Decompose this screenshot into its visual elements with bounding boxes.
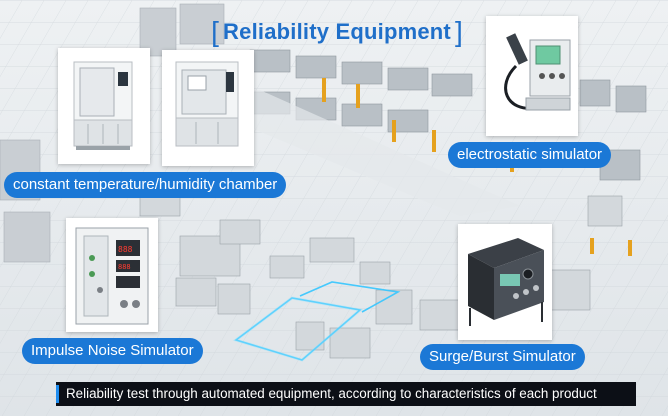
heading-bracket-right: ] xyxy=(454,16,463,47)
heading-bracket-left: [ xyxy=(211,16,220,47)
impulse-noise-simulator-photo: 888 888 xyxy=(66,218,158,332)
page-title: [ Reliability Equipment ] xyxy=(196,12,478,52)
svg-text:888: 888 xyxy=(118,263,131,271)
label-surge-burst-simulator: Surge/Burst Simulator xyxy=(420,344,585,370)
caption-accent-bar xyxy=(56,385,59,403)
esd-gun-icon xyxy=(504,33,571,111)
heading-text: Reliability Equipment xyxy=(223,19,451,44)
label-constant-temperature-humidity-chamber: constant temperature/humidity chamber xyxy=(4,172,287,198)
label-impulse-noise-simulator: Impulse Noise Simulator xyxy=(22,338,203,364)
label-electrostatic-simulator: electrostatic simulator xyxy=(448,142,612,168)
climate-chamber-icon xyxy=(73,61,133,150)
caption-text: Reliability test through automated equip… xyxy=(66,386,597,401)
surge-burst-simulator-photo xyxy=(458,224,552,340)
constant-temperature-humidity-chamber-photo-1 xyxy=(58,48,150,164)
climate-chamber-icon xyxy=(175,61,239,147)
noise-simulator-icon: 888 888 xyxy=(75,227,149,325)
caption-bar: Reliability test through automated equip… xyxy=(56,382,636,406)
electrostatic-simulator-photo xyxy=(486,16,578,136)
constant-temperature-humidity-chamber-photo-2 xyxy=(162,50,254,166)
surge-generator-icon xyxy=(468,238,544,326)
svg-text:888: 888 xyxy=(118,245,133,254)
